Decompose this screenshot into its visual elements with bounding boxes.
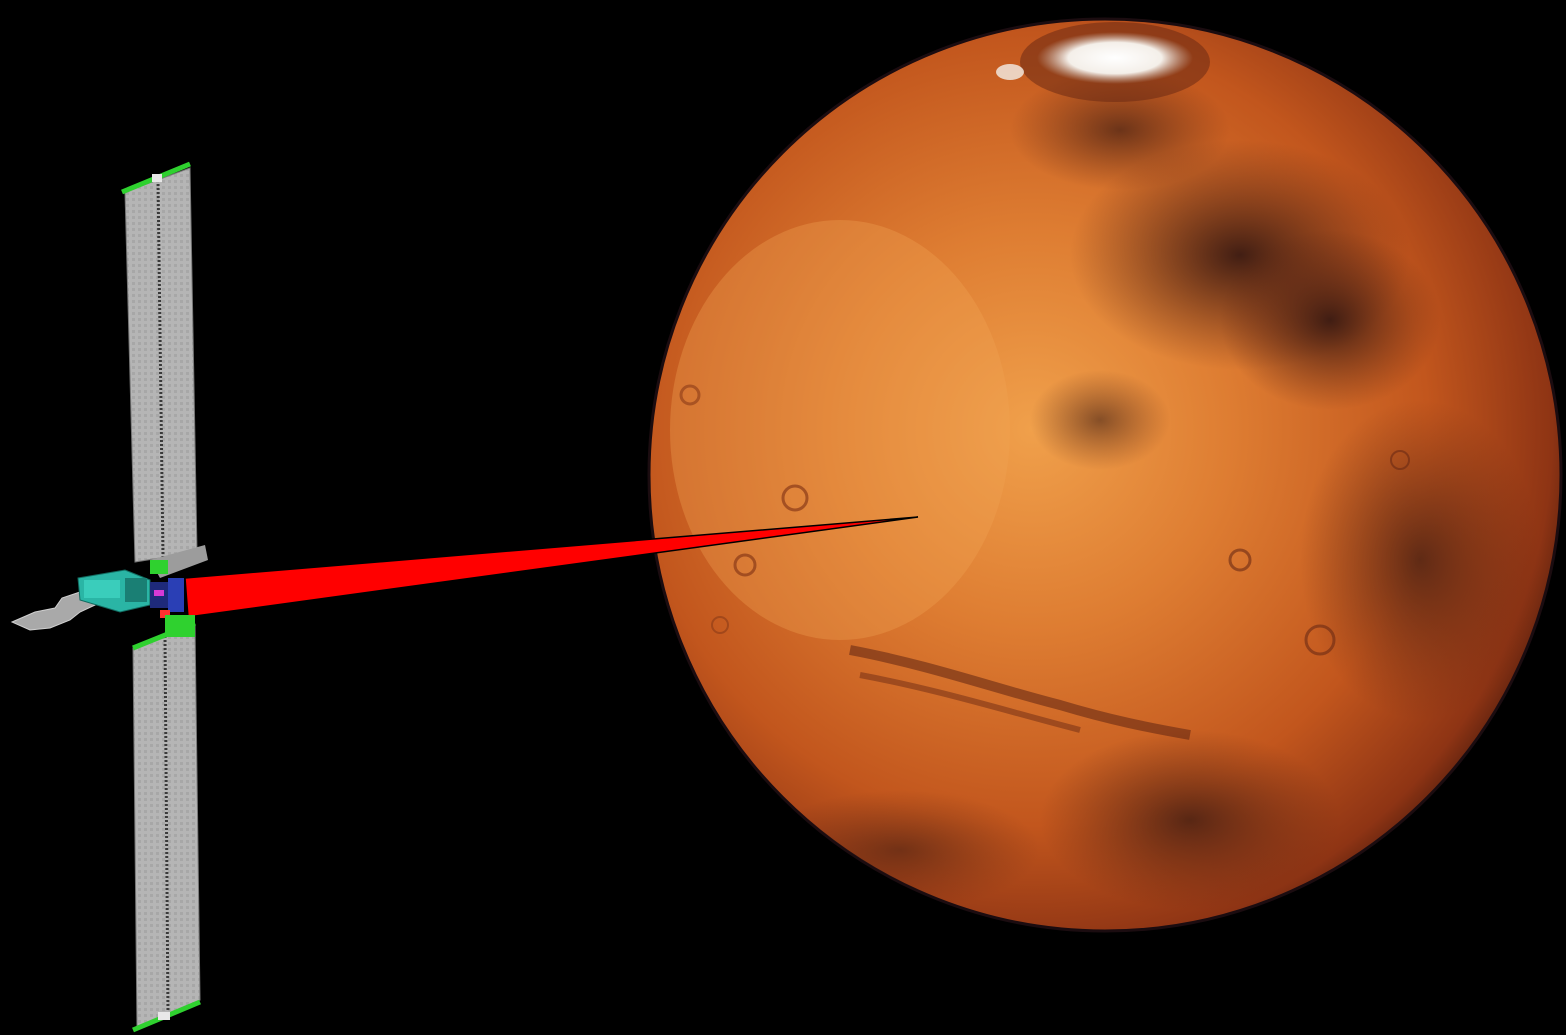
satellite-icon (12, 164, 208, 1030)
mars-planet-icon (649, 19, 1561, 931)
